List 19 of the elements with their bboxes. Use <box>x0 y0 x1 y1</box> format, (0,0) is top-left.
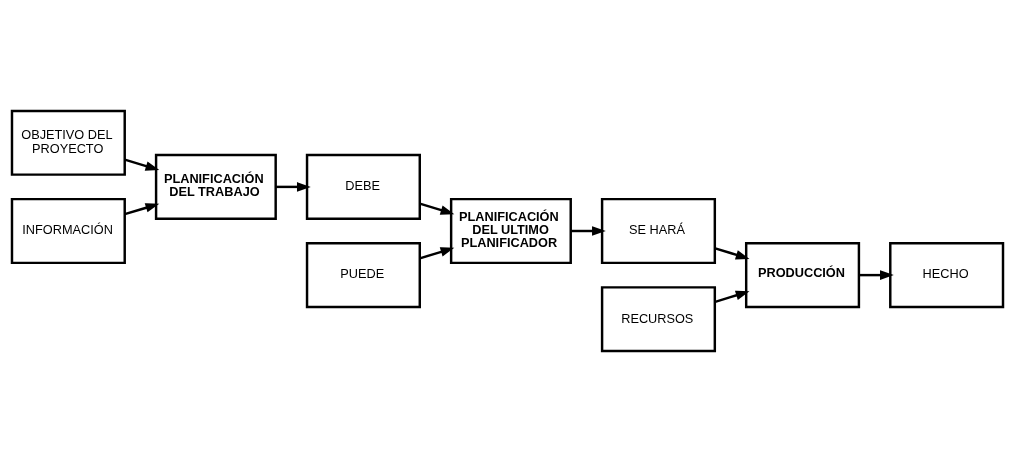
arrow <box>124 157 160 171</box>
arrow <box>124 202 160 215</box>
arrow <box>571 225 606 236</box>
node-box: PUEDE <box>305 241 421 308</box>
arrow <box>714 246 750 259</box>
node-box: PLANIFICACIÓN DEL TRABAJO <box>154 153 277 220</box>
arrow <box>859 269 894 280</box>
node-box: PLANIFICACIÓN DEL ULTIMO PLANIFICADOR <box>449 197 572 264</box>
arrow <box>714 290 750 303</box>
node-box: RECURSOS <box>600 285 717 352</box>
arrow <box>419 202 455 215</box>
node-box: INFORMACIÓN <box>10 197 126 264</box>
node-box: SE HARÁ <box>600 197 717 264</box>
node-box: HECHO <box>889 241 1005 308</box>
node-box: DEBE <box>305 153 421 220</box>
arrow <box>276 181 311 192</box>
arrow <box>419 246 455 259</box>
node-box: OBJETIVO DEL PROYECTO <box>10 109 126 176</box>
node-box: PRODUCCIÓN <box>744 241 861 308</box>
